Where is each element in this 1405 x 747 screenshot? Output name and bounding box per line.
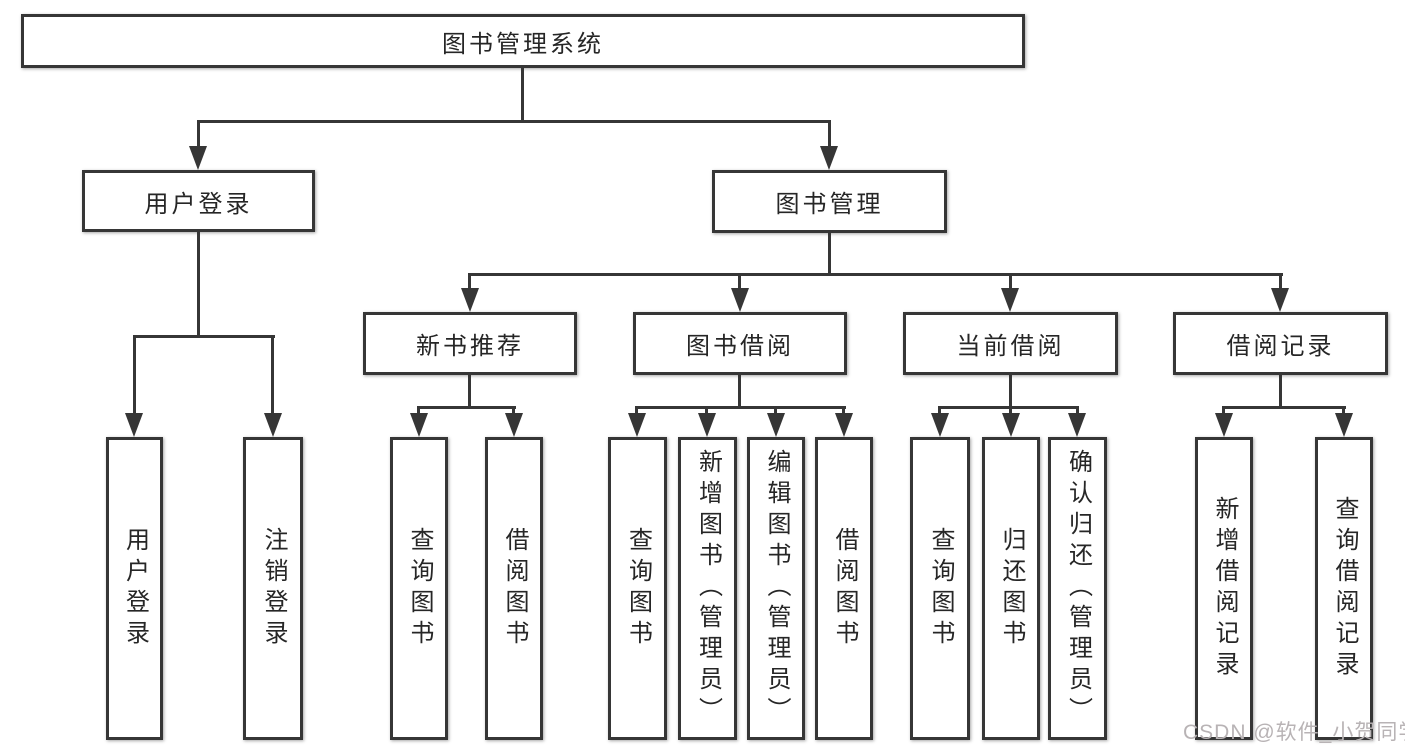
arrow-down-icon <box>1002 413 1020 437</box>
edge-new-book-stem <box>468 375 471 409</box>
edge-drop <box>705 406 708 418</box>
node-current-borrowing: 当前借阅 <box>903 312 1118 375</box>
edge-book-borrow-stem <box>738 375 741 409</box>
edge-drop-borrow-records <box>1279 273 1282 291</box>
edge-drop-user-login <box>197 120 200 150</box>
csdn-watermark: CSDN @软件_小贺同学 <box>1183 721 1405 744</box>
arrow-down-icon <box>1068 413 1086 437</box>
edge-drop <box>774 406 777 418</box>
edge-drop-current-borrow <box>1009 273 1012 291</box>
edge-level2-fork <box>197 120 831 123</box>
edge-borrow-records-fork <box>1222 406 1346 409</box>
arrow-down-icon <box>189 146 207 170</box>
edge-drop <box>1222 406 1225 418</box>
leaf-borrow-books: 借阅图书 <box>815 437 873 740</box>
edge-drop-new-book <box>468 273 471 291</box>
leaf-borrow-books-recommend: 借阅图书 <box>485 437 543 740</box>
edge-login-stem <box>197 232 200 338</box>
leaf-user-login: 用户登录 <box>106 437 163 740</box>
node-book-borrowing: 图书借阅 <box>633 312 847 375</box>
leaf-return-books: 归还图书 <box>982 437 1040 740</box>
arrow-down-icon <box>820 146 838 170</box>
edge-drop-leaf-user-login <box>133 335 136 415</box>
arrow-down-icon <box>1001 288 1019 312</box>
arrow-down-icon <box>410 413 428 437</box>
edge-root-stem <box>521 68 524 123</box>
edge-current-borrow-fork <box>938 406 1079 409</box>
edge-drop <box>635 406 638 418</box>
edge-drop <box>1076 406 1079 418</box>
edge-level3-fork <box>468 273 1283 276</box>
node-library-management-system: 图书管理系统 <box>21 14 1025 68</box>
arrow-down-icon <box>1271 288 1289 312</box>
edge-drop <box>417 406 420 418</box>
edge-drop <box>1342 406 1345 418</box>
arrow-down-icon <box>1335 413 1353 437</box>
leaf-query-books-current: 查询图书 <box>910 437 970 740</box>
arrow-down-icon <box>628 413 646 437</box>
arrow-down-icon <box>125 413 143 437</box>
edge-drop-book-management <box>828 120 831 150</box>
edge-current-borrow-stem <box>1009 375 1012 409</box>
edge-login-fork <box>133 335 275 338</box>
arrow-down-icon <box>731 288 749 312</box>
edge-drop <box>842 406 845 418</box>
arrow-down-icon <box>931 413 949 437</box>
leaf-logout: 注销登录 <box>243 437 303 740</box>
node-borrowing-records: 借阅记录 <box>1173 312 1388 375</box>
edge-management-stem <box>828 233 831 276</box>
leaf-query-books-recommend: 查询图书 <box>390 437 448 740</box>
edge-drop-book-borrow <box>738 273 741 291</box>
edge-borrow-records-stem <box>1279 375 1282 409</box>
leaf-query-borrow-record: 查询借阅记录 <box>1315 437 1373 740</box>
leaf-query-books-borrow: 查询图书 <box>608 437 667 740</box>
edge-drop <box>512 406 515 418</box>
arrow-down-icon <box>461 288 479 312</box>
edge-book-borrow-fork <box>635 406 846 409</box>
edge-drop <box>938 406 941 418</box>
leaf-add-books-admin: 新增图书（管理员） <box>678 437 737 740</box>
arrow-down-icon <box>505 413 523 437</box>
edge-drop-leaf-logout <box>271 335 274 415</box>
arrow-down-icon <box>264 413 282 437</box>
leaf-edit-books-admin: 编辑图书（管理员） <box>747 437 805 740</box>
node-new-book-recommendation: 新书推荐 <box>363 312 577 375</box>
arrow-down-icon <box>835 413 853 437</box>
arrow-down-icon <box>1215 413 1233 437</box>
node-book-management-branch: 图书管理 <box>712 170 947 233</box>
arrow-down-icon <box>767 413 785 437</box>
edge-new-book-fork <box>417 406 516 409</box>
edge-drop <box>1009 406 1012 418</box>
leaf-add-borrow-record: 新增借阅记录 <box>1195 437 1253 740</box>
leaf-confirm-return-admin: 确认归还（管理员） <box>1048 437 1107 740</box>
arrow-down-icon <box>698 413 716 437</box>
node-user-login-branch: 用户登录 <box>82 170 315 232</box>
